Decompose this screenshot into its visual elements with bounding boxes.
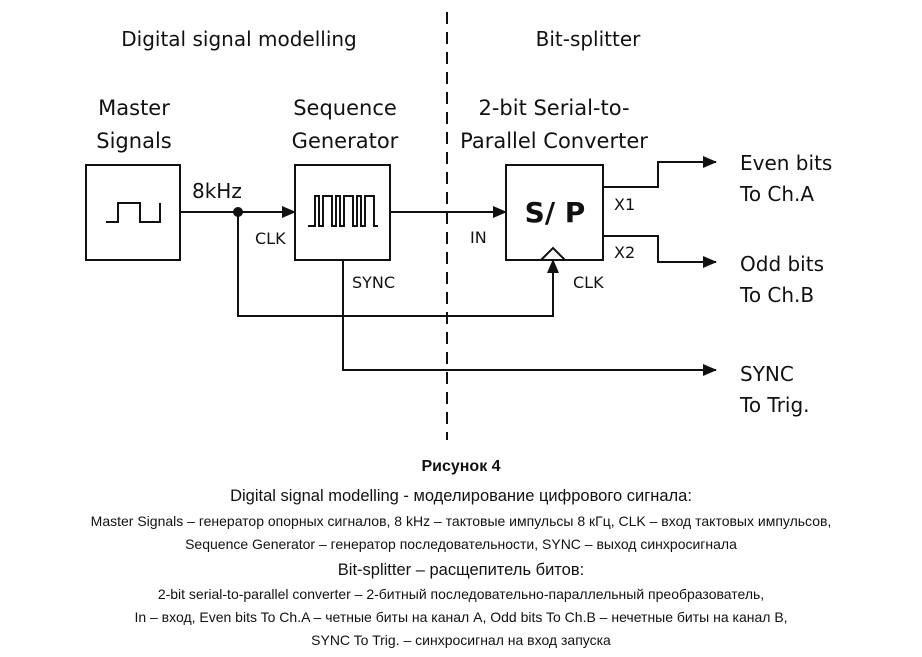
converter-title-line1: 2-bit Serial-to- xyxy=(478,96,629,120)
converter-clk-label: CLK xyxy=(573,273,604,292)
x2-output-wire xyxy=(603,235,717,268)
sequence-generator-block xyxy=(294,164,391,261)
caption-heading-bit-splitter: Bit-splitter – расщепитель битов: xyxy=(337,561,585,579)
freq-label: 8kHz xyxy=(192,179,242,203)
odd-bits-label-line2: To Ch.B xyxy=(739,283,814,307)
master-signals-block xyxy=(85,164,181,261)
sync-output-wire xyxy=(342,260,717,376)
x1-label: X1 xyxy=(614,195,635,214)
clock-to-converter-wire xyxy=(237,212,559,317)
sequence-title-line1: Sequence xyxy=(293,96,397,120)
sequence-title-line2: Generator xyxy=(292,129,399,153)
even-bits-label-line2: To Ch.A xyxy=(739,182,814,206)
caption-heading-modelling: Digital signal modelling - моделирование… xyxy=(230,487,692,505)
square-wave-icon xyxy=(106,202,161,223)
pulse-sequence-icon xyxy=(308,195,378,227)
x1-output-wire xyxy=(603,156,717,188)
clk-input-label: CLK xyxy=(255,229,286,248)
caption-line-5: SYNC To Trig. – синхросигнал на вход зап… xyxy=(311,632,611,648)
section-left-title: Digital signal modelling xyxy=(121,27,357,51)
in-label: IN xyxy=(470,228,487,247)
sync-trig-label-line1: SYNC xyxy=(740,362,794,386)
converter-title-line2: Parallel Converter xyxy=(460,129,648,153)
caption-line-4: In – вход, Even bits To Ch.A – четные би… xyxy=(134,609,788,625)
master-title-line1: Master xyxy=(98,96,170,120)
sync-output-label: SYNC xyxy=(352,273,395,292)
even-bits-label-line1: Even bits xyxy=(740,151,832,175)
odd-bits-label-line1: Odd bits xyxy=(740,252,824,276)
x2-label: X2 xyxy=(614,243,635,262)
master-title-line2: Signals xyxy=(96,129,171,153)
caption-line-1: Master Signals – генератор опорных сигна… xyxy=(90,513,832,529)
caption-line-3: 2-bit serial-to-parallel converter – 2-б… xyxy=(157,586,765,602)
caption-line-2: Sequence Generator – генератор последова… xyxy=(185,536,737,552)
figure-caption-title: Рисунок 4 xyxy=(421,458,501,475)
converter-symbol: S/ P xyxy=(525,196,586,229)
section-right-title: Bit-splitter xyxy=(536,27,642,51)
block-diagram: Digital signal modelling Bit-splitter Ma… xyxy=(85,12,832,440)
clock-input-triangle xyxy=(540,246,566,261)
sync-trig-label-line2: To Trig. xyxy=(739,393,810,417)
